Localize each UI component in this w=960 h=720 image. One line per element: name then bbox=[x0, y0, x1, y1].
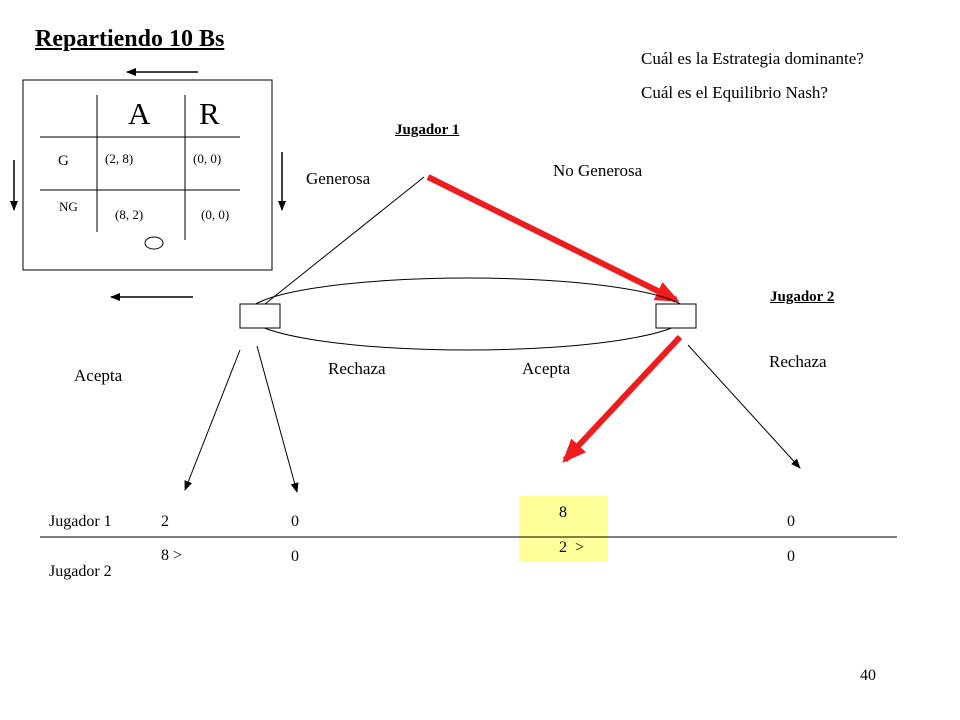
payoff-row2-label: Jugador 2 bbox=[49, 563, 112, 580]
payoff-p1-generosa-acepta: 2 bbox=[161, 513, 169, 530]
payoff-p1-generosa-rechaza: 0 bbox=[291, 513, 299, 530]
branch-left-rechaza bbox=[256, 345, 299, 493]
matrix-row-ng: NG bbox=[59, 199, 78, 214]
matrix-cell-ng-a: (8, 2) bbox=[115, 207, 144, 222]
page-number: 40 bbox=[860, 667, 876, 684]
move-left-acepta: Acepta bbox=[74, 366, 123, 385]
player2-label: Jugador 2 bbox=[770, 289, 835, 305]
payoff-p2-generosa-rechaza: 0 bbox=[291, 548, 299, 565]
matrix-circle bbox=[144, 236, 164, 250]
payoff-p2-nogenerosa-rechaza: 0 bbox=[787, 548, 795, 565]
matrix-row-g: G bbox=[58, 153, 69, 169]
matrix-col-a: A bbox=[128, 96, 151, 131]
branch-right-acepta-red bbox=[562, 334, 683, 463]
payoff-p2-nogenerosa-acepta: 2 > bbox=[559, 539, 585, 556]
move-no-generosa: No Generosa bbox=[553, 161, 643, 180]
matrix-box bbox=[22, 79, 273, 271]
question-nash-equilibrium: Cuál es el Equilibrio Nash? bbox=[641, 83, 828, 102]
matrix-cell-g-a: (2, 8) bbox=[105, 151, 134, 166]
node-player2-left bbox=[239, 303, 281, 329]
move-right-rechaza: Rechaza bbox=[769, 352, 827, 371]
branch-right-rechaza bbox=[687, 344, 801, 469]
branch-no-generosa-red bbox=[426, 174, 680, 303]
player1-label: Jugador 1 bbox=[395, 122, 460, 138]
matrix-cell-g-r: (0, 0) bbox=[193, 151, 222, 166]
payoff-p2-generosa-acepta: 8 > bbox=[161, 547, 183, 564]
payoff-row1-label: Jugador 1 bbox=[49, 513, 112, 530]
payoff-p1-nogenerosa-acepta: 8 bbox=[559, 504, 567, 521]
payoff-p1-nogenerosa-rechaza: 0 bbox=[787, 513, 795, 530]
page-title: Repartiendo 10 Bs bbox=[35, 26, 225, 52]
matrix-col-r: R bbox=[199, 96, 220, 131]
node-player2-right bbox=[655, 303, 697, 329]
equilibrium-highlight bbox=[519, 496, 608, 562]
matrix-cell-ng-r: (0, 0) bbox=[201, 207, 230, 222]
move-left-rechaza: Rechaza bbox=[328, 359, 386, 378]
information-set bbox=[246, 277, 690, 351]
branch-left-acepta bbox=[184, 349, 241, 491]
question-dominant-strategy: Cuál es la Estrategia dominante? bbox=[641, 49, 864, 68]
branch-generosa bbox=[259, 176, 425, 309]
move-right-acepta: Acepta bbox=[522, 359, 571, 378]
move-generosa: Generosa bbox=[306, 169, 371, 188]
